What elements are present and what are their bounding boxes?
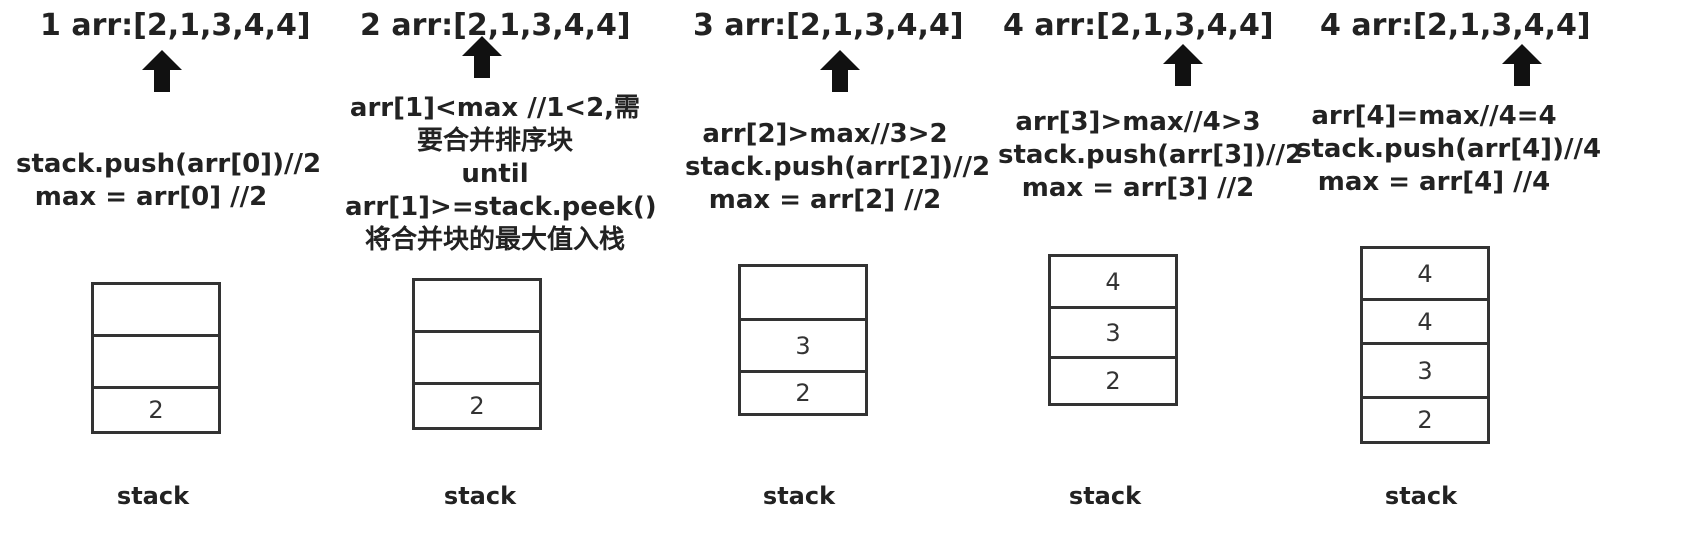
stack-cell: 4	[1363, 301, 1487, 345]
step-4-heading: 4 arr:[2,1,3,4,4]	[1003, 8, 1274, 43]
step-5-note: arr[4]=max//4=4 stack.push(arr[4])//4 ma…	[1296, 100, 1602, 199]
step-2-heading: 2 arr:[2,1,3,4,4]	[360, 8, 631, 43]
note-line: stack.push(arr[4])//4	[1296, 134, 1602, 164]
note-line: arr[4]=max//4=4	[1311, 101, 1557, 131]
step-5-heading: 4 arr:[2,1,3,4,4]	[1320, 8, 1591, 43]
stack-cell: 2	[1105, 367, 1121, 395]
step-3-pointer-arrow-icon	[820, 50, 860, 92]
step-1-pointer-arrow-icon	[142, 50, 182, 92]
step-3-heading: 3 arr:[2,1,3,4,4]	[693, 8, 964, 43]
step-2-pointer-arrow-icon	[462, 36, 502, 78]
note-line: arr[2]>max//3>2	[702, 119, 948, 149]
note-line: 将合并块的最大值入栈	[364, 225, 625, 255]
step-2-stack: 2	[412, 278, 542, 430]
note-line: stack.push(arr[0])//2	[16, 149, 322, 179]
note-line: until	[461, 159, 529, 189]
step-1-stack: 2	[91, 282, 221, 434]
note-line: max = arr[2] //2	[708, 185, 942, 215]
note-line: max = arr[0] //2	[34, 182, 268, 212]
step-2-note: arr[1]<max //1<2,需 要合并排序块 until arr[1]>=…	[345, 92, 657, 257]
step-3-stack: 3 2	[738, 264, 868, 416]
note-line: 要合并排序块	[416, 126, 573, 156]
note-line: arr[1]<max //1<2,需	[349, 93, 641, 123]
step-5-pointer-arrow-icon	[1502, 44, 1542, 86]
stack-cell: 2	[795, 379, 811, 407]
note-line: arr[3]>max//4>3	[1015, 107, 1261, 137]
stack-cell: 3	[741, 321, 865, 373]
step-4-stack: 4 3 2	[1048, 254, 1178, 406]
stack-cell	[94, 337, 218, 389]
stack-cell	[415, 333, 539, 385]
stack-cell	[94, 285, 218, 337]
step-2-stack-caption: stack	[443, 482, 517, 510]
note-line: stack.push(arr[3])//2	[998, 140, 1304, 170]
step-1-note: stack.push(arr[0])//2 max = arr[0] //2	[16, 148, 322, 214]
note-line: max = arr[3] //2	[1021, 173, 1255, 203]
note-line: max = arr[4] //4	[1317, 167, 1551, 197]
step-1-stack-caption: stack	[116, 482, 190, 510]
stack-cell	[415, 281, 539, 333]
stack-cell: 2	[148, 396, 164, 424]
stack-cell	[741, 267, 865, 321]
step-4-note: arr[3]>max//4>3 stack.push(arr[3])//2 ma…	[998, 106, 1304, 205]
step-3-note: arr[2]>max//3>2 stack.push(arr[2])//2 ma…	[685, 118, 991, 217]
step-4-pointer-arrow-icon	[1163, 44, 1203, 86]
step-5-stack: 4 4 3 2	[1360, 246, 1490, 444]
step-4-stack-caption: stack	[1068, 482, 1142, 510]
stack-cell: 3	[1363, 345, 1487, 399]
stack-cell: 3	[1051, 309, 1175, 359]
stack-cell: 2	[469, 392, 485, 420]
note-line: stack.push(arr[2])//2	[685, 152, 991, 182]
stack-cell: 2	[1417, 406, 1433, 434]
step-3-stack-caption: stack	[762, 482, 836, 510]
stack-cell: 4	[1051, 257, 1175, 309]
step-1-heading: 1 arr:[2,1,3,4,4]	[40, 8, 311, 43]
stack-cell: 4	[1363, 249, 1487, 301]
note-line: arr[1]>=stack.peek()	[345, 192, 657, 222]
step-5-stack-caption: stack	[1384, 482, 1458, 510]
